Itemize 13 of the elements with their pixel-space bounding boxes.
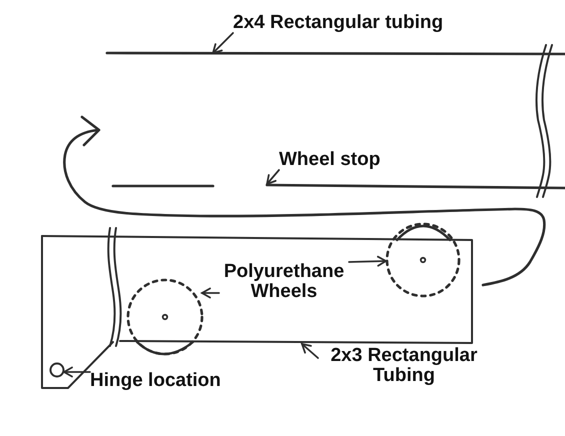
- leader-arrow: [212, 32, 234, 54]
- part-label: 2x3 Rectangular Tubing: [318, 346, 490, 386]
- leader-arrow: [63, 366, 91, 378]
- hinge-hole: [48, 361, 66, 379]
- lower-tube-line: [264, 181, 565, 192]
- leader-arrow: [301, 343, 319, 359]
- part-label: Wheel stop: [279, 150, 380, 170]
- leader-arrow: [201, 288, 220, 298]
- leader-arrow: [348, 256, 387, 267]
- leader-arrow: [266, 169, 280, 185]
- part-label: Polyurethane Wheels: [219, 262, 349, 302]
- part-label: 2x4 Rectangular tubing: [233, 13, 444, 33]
- wheel-circle: [383, 220, 463, 300]
